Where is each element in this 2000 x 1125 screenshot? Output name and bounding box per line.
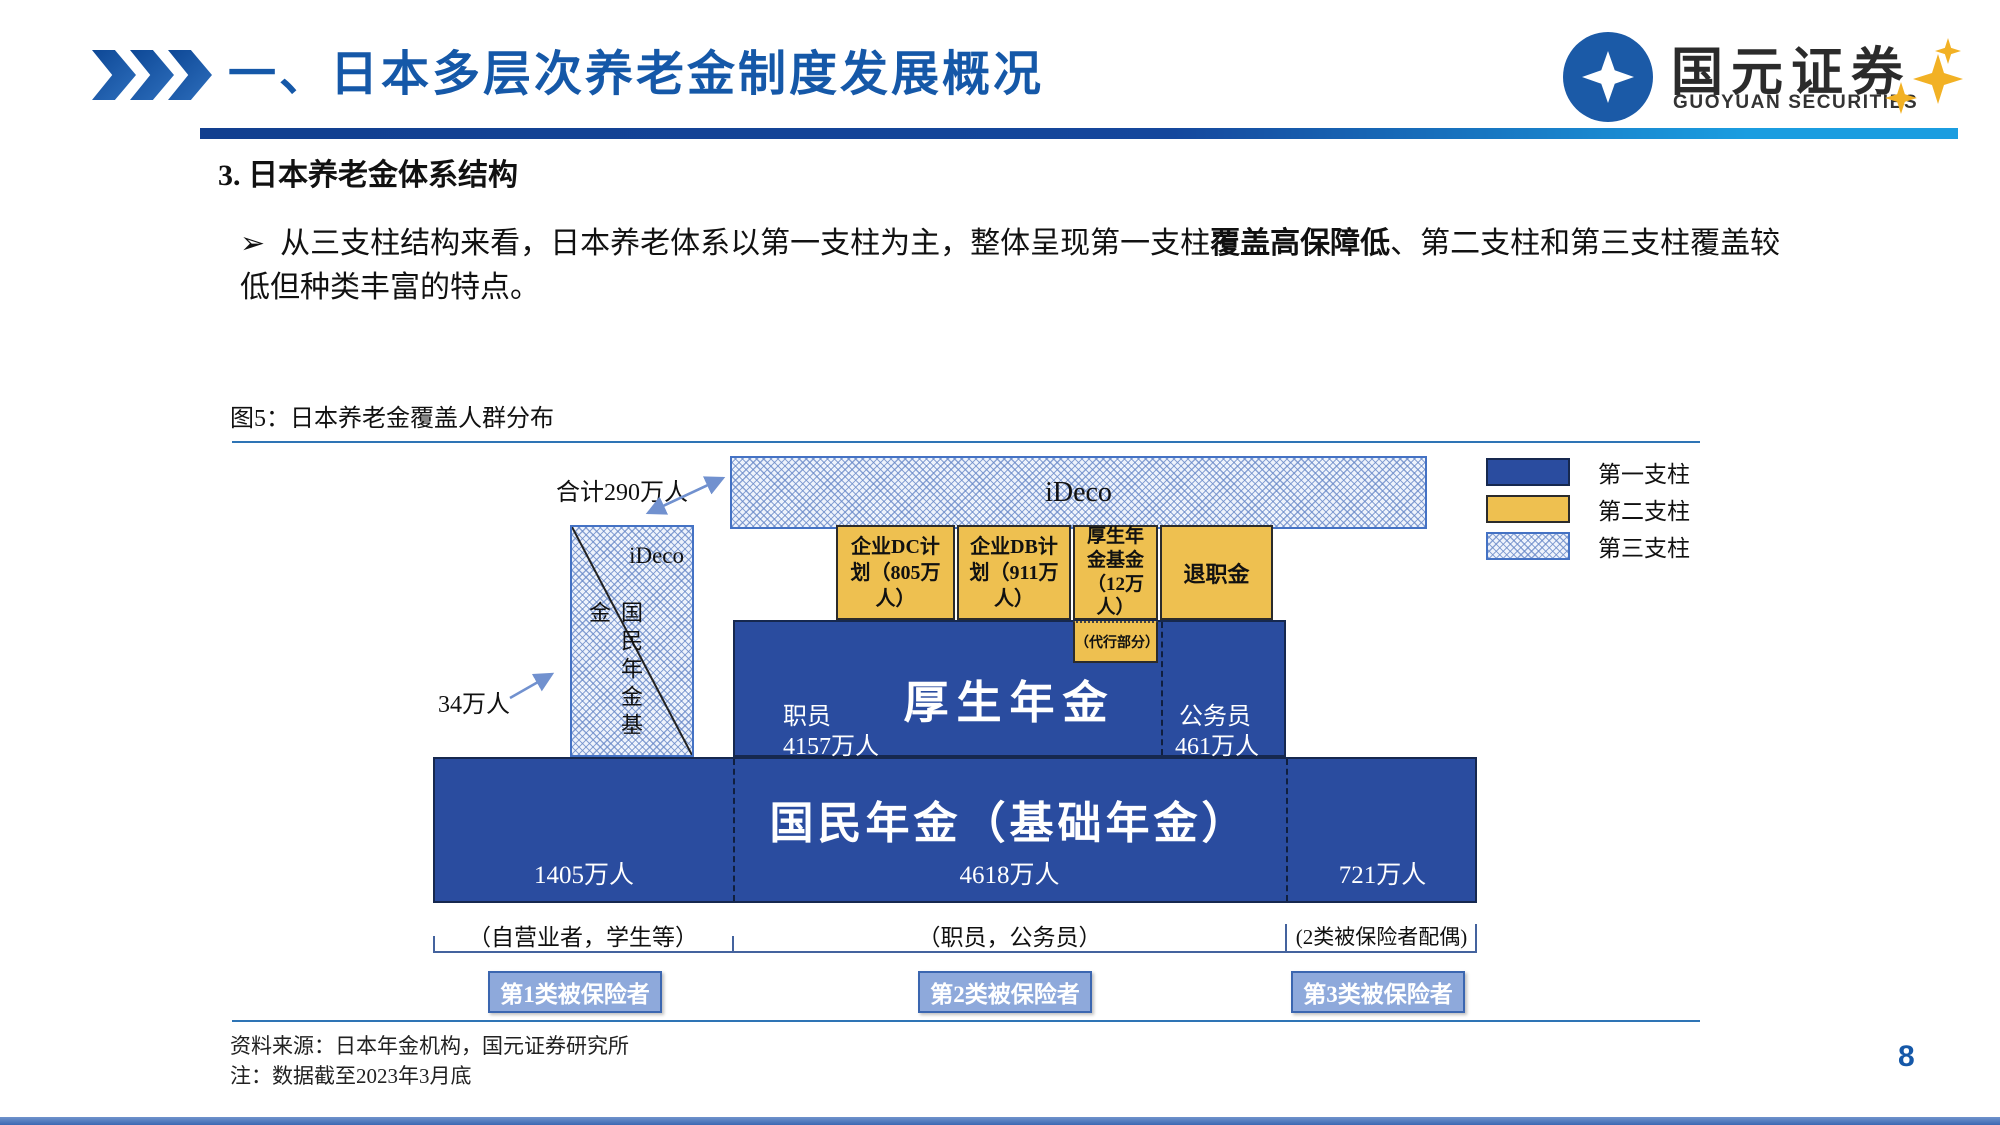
kosei-right-role: 公务员 (1179, 704, 1251, 730)
bullet-text-pre: 从三支柱结构来看，日本养老体系以第一支柱为主，整体呈现第一支柱 (280, 227, 1211, 260)
header-underline-bar (200, 128, 1958, 139)
box-dc-plan-label: 企业DC计划（805万人） (850, 535, 941, 610)
legend-swatch-pillar1 (1486, 458, 1570, 486)
logo-cn-text: 国元证券 (1671, 44, 1912, 102)
left-ideco-column: iDeco 国民年金基金 (570, 525, 694, 757)
insured-box-2-label: 第2类被保险者 (930, 982, 1080, 1007)
insured-box-2: 第2类被保险者 (918, 971, 1092, 1013)
box-dc-plan: 企业DC计划（805万人） (836, 525, 955, 620)
box-retirement: 退职金 (1160, 525, 1273, 620)
box-db-plan-label: 企业DB计划（911万人） (969, 535, 1059, 610)
diagonal-divider (572, 527, 692, 755)
npf-arrow (509, 672, 555, 700)
base-divider-1 (733, 759, 735, 901)
figure-caption: 图5：日本养老金覆盖人群分布 (230, 406, 554, 432)
diamond-icon (1913, 54, 1963, 104)
data-note: 注：数据截至2023年3月底 (230, 1064, 472, 1088)
annotation-npf: 34万人 (438, 692, 510, 718)
box-db-plan: 企业DB计划（911万人） (957, 525, 1071, 620)
page-title: 一、日本多层次养老金制度发展概况 (228, 48, 1045, 101)
left-column-ideco-label: iDeco (629, 543, 684, 568)
bottom-bar (0, 1117, 2000, 1125)
logo-star-icon (1582, 51, 1634, 103)
group-label-2: （职员，公务员） (917, 925, 1102, 950)
insured-box-1-label: 第1类被保险者 (500, 982, 650, 1007)
kosei-title: 厚生年金 (903, 678, 1116, 728)
source-note: 资料来源：日本年金机构，国元证券研究所 (230, 1034, 629, 1058)
page-number: 8 (1898, 1040, 1915, 1073)
logo: 国元证券 GUOYUAN SECURITIES (1563, 30, 1963, 122)
legend-swatch-pillar2 (1486, 495, 1570, 523)
figure-top-rule (232, 441, 1700, 443)
kosei-left-role: 职员 (783, 704, 831, 730)
section-heading: 3. 日本养老金体系结构 (218, 159, 518, 192)
group-label-1: （自营业者，学生等） (468, 925, 698, 950)
bullet-marker: ➢ (240, 227, 266, 260)
base-title: 国民年金（基础年金） (769, 799, 1250, 848)
box-retirement-label: 退职金 (1183, 561, 1250, 587)
chevrons-decoration (92, 50, 212, 105)
bullet-paragraph: ➢ 从三支柱结构来看，日本养老体系以第一支柱为主，整体呈现第一支柱覆盖高保障低、… (240, 222, 1810, 309)
legend-label: 第一支柱 (1598, 462, 1690, 487)
logo-en-text: GUOYUAN SECURITIES (1673, 92, 1919, 113)
bullet-text-post: 、第二支柱和第三支柱覆盖较低但种类丰富的特点。 (240, 227, 1781, 304)
legend-item-pillar1: 第一支柱 (1486, 455, 1690, 489)
bracket-line (433, 951, 1477, 953)
chevron-icon (92, 50, 136, 100)
legend-label: 第二支柱 (1598, 499, 1690, 524)
bracket-tick (433, 936, 435, 952)
top-ideco-band: iDeco (730, 456, 1427, 529)
annotation-arrows (509, 476, 726, 700)
legend-swatch-pillar3 (1486, 532, 1570, 560)
insured-box-3-label: 第3类被保险者 (1303, 982, 1453, 1007)
legend-item-pillar3: 第三支柱 (1486, 529, 1690, 563)
base-num-right: 721万人 (1338, 862, 1427, 889)
bracket-tick (1475, 924, 1477, 952)
insured-box-3: 第3类被保险者 (1291, 971, 1465, 1013)
base-num-left: 1405万人 (533, 862, 634, 889)
kokumin-nenkin-band: 国民年金（基础年金） 1405万人 4618万人 721万人 (433, 757, 1477, 903)
legend-item-pillar2: 第二支柱 (1486, 492, 1690, 526)
bullet-text-bold: 覆盖高保障低 (1210, 227, 1391, 260)
logo-icon (1563, 32, 1653, 122)
chevron-icon (168, 50, 212, 100)
figure-bottom-rule (232, 1020, 1700, 1022)
chevron-icon (130, 50, 174, 100)
box-daiko-part-label: （代行部分） (1075, 636, 1159, 651)
legend-label: 第三支柱 (1598, 536, 1690, 561)
kosei-nenkin-band: 厚生年金 职员 4157万人 公务员 461万人 (733, 620, 1286, 760)
kosei-divider (1161, 622, 1163, 755)
top-ideco-label: iDeco (1045, 476, 1112, 508)
base-num-mid: 4618万人 (959, 862, 1060, 889)
group-label-3: (2类被保险者配偶) (1295, 925, 1468, 949)
box-daiko-part: （代行部分） (1073, 621, 1159, 663)
insured-box-1: 第1类被保险者 (488, 971, 662, 1013)
double-arrow-return (645, 476, 724, 515)
base-divider-2 (1286, 759, 1288, 901)
bracket-tick (732, 936, 734, 952)
bracket-tick (1285, 924, 1287, 952)
kosei-right-num: 461万人 (1175, 734, 1259, 760)
box-kosei-fund-label: 厚生年金基金（12万人） (1086, 526, 1144, 619)
kosei-left-num: 4157万人 (783, 734, 879, 760)
left-column-fund-label: 国民年金基金 (586, 601, 643, 741)
box-kosei-fund: 厚生年金基金（12万人） (1073, 525, 1158, 620)
